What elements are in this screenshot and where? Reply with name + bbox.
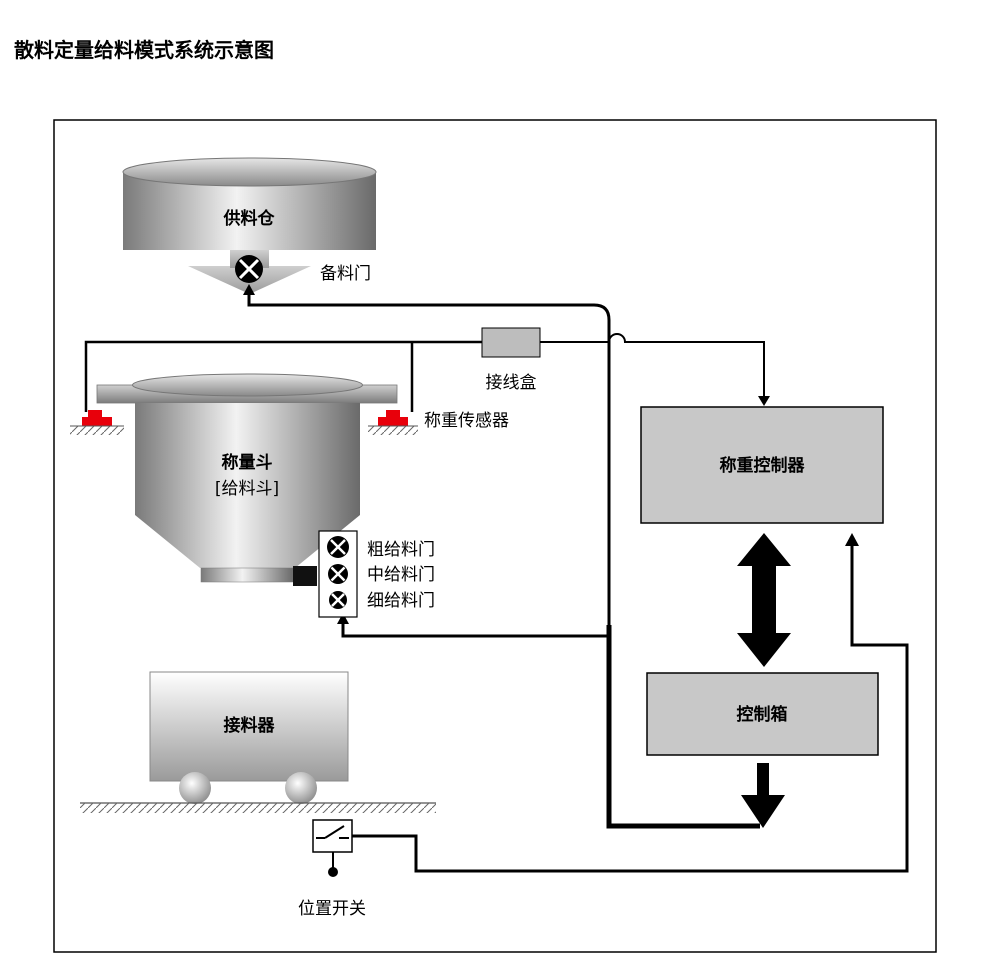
weigh-hopper [96,373,398,586]
arrow-to-standby-gate-icon [243,284,255,295]
supply-bin-label: 供料仓 [223,208,276,229]
medium-gate-label: 中给料门 [367,565,435,585]
position-switch-label: 位置开关 [298,899,366,919]
position-switch-icon[interactable] [312,819,353,877]
load-sensor-label: 称重传感器 [424,411,509,431]
arrow-feedback-icon [845,533,859,546]
weigh-controller-box[interactable] [640,406,884,524]
control-box-label: 控制箱 [737,704,788,725]
diagram-frame [53,119,937,953]
arrow-to-controller-icon [758,396,770,406]
standby-gate-label: 备料门 [320,264,371,284]
receiver-cart [149,671,349,804]
page-title: 散料定量给料模式系统示意图 [14,38,274,62]
wiring [84,294,909,873]
coarse-gate-label: 粗给料门 [367,540,435,560]
hopper-label-line2: [给料斗] [215,479,279,499]
coarse-gate-valve-icon[interactable] [327,536,349,558]
load-sensor-right [368,410,418,435]
down-arrow-icon [741,763,785,828]
arrow-to-gates-icon [337,613,349,624]
medium-gate-valve-icon[interactable] [328,564,348,584]
fine-gate-label: 细给料门 [367,591,435,611]
junction-box-label: 接线盒 [486,373,537,393]
hopper-label-line1: 称量斗 [222,452,273,473]
load-sensor-left [70,410,124,435]
receiver-label: 接料器 [224,715,276,736]
weigh-controller-label: 称重控制器 [720,455,806,476]
double-arrow-icon [737,533,791,667]
standby-gate-valve-icon[interactable] [235,255,263,283]
ground [80,802,436,813]
junction-box [481,327,541,358]
control-box[interactable] [646,672,879,756]
fine-gate-valve-icon[interactable] [329,591,347,609]
